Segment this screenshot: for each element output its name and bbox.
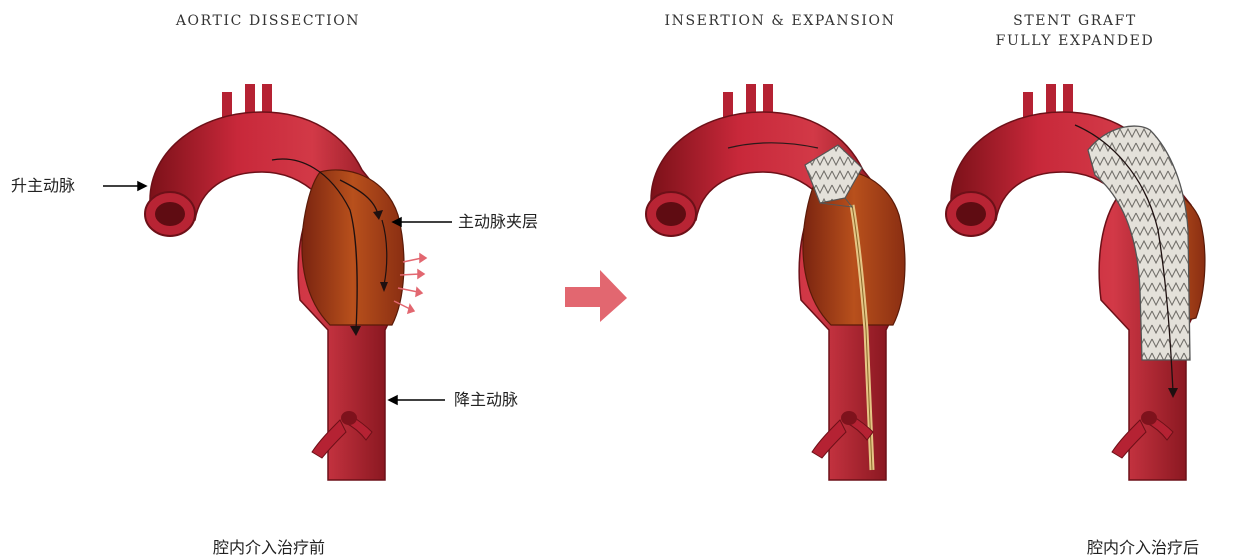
aorta-dissection: [103, 84, 452, 480]
caption-after-treatment: 腔内介入治疗后: [1087, 538, 1199, 558]
label-aortic-dissection: 主动脉夹层: [458, 212, 538, 232]
title-insertion-expansion: INSERTION & EXPANSION: [650, 11, 910, 31]
caption-before-treatment: 腔内介入治疗前: [213, 538, 325, 558]
title-stent-graft-line1: STENT GRAFT: [975, 11, 1175, 31]
aorta-stent: [946, 84, 1205, 480]
ascending-lumen: [956, 202, 986, 226]
right-arrow-icon: [565, 270, 627, 322]
label-descending-aorta: 降主动脉: [454, 390, 518, 410]
aorta-insertion: [646, 84, 905, 480]
label-ascending-aorta: 升主动脉: [11, 176, 75, 196]
branch-ostium: [841, 411, 857, 425]
title-aortic-dissection: AORTIC DISSECTION: [148, 11, 388, 31]
title-stent-graft-line2: FULLY EXPANDED: [975, 31, 1175, 51]
branch-ostium: [1141, 411, 1157, 425]
ascending-lumen: [656, 202, 686, 226]
branch-ostium: [341, 411, 357, 425]
ascending-lumen: [155, 202, 185, 226]
false-lumen: [302, 170, 404, 325]
